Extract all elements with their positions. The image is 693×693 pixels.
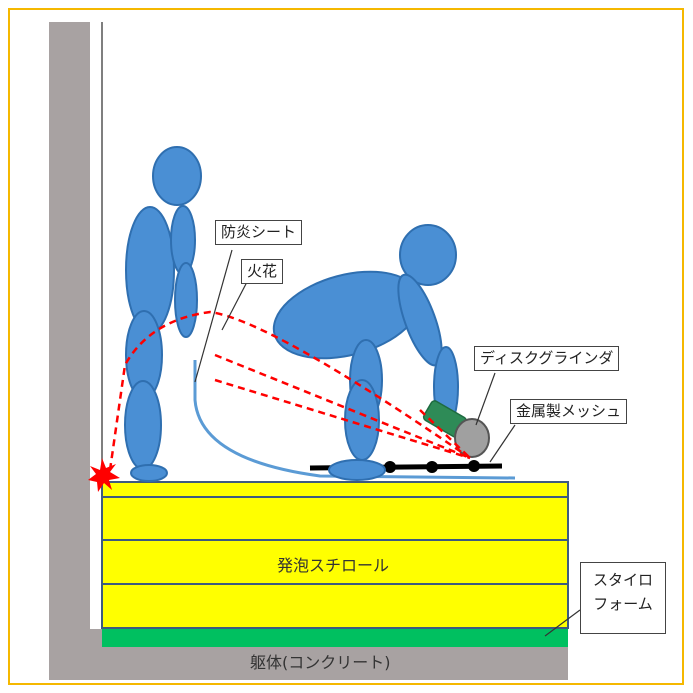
label-styrofoam-line1: スタイロ	[592, 571, 653, 589]
sparks	[108, 310, 471, 471]
label-spark: 火花	[241, 259, 284, 284]
label-foam-polystyrene: 発泡スチロール	[277, 556, 390, 575]
label-styrofoam-line2: フォーム	[593, 595, 653, 613]
label-disc-grinder: ディスクグラインダ	[474, 346, 620, 371]
spark-impact-icon	[88, 458, 120, 492]
fire-sheet	[193, 360, 516, 480]
disc-grinder	[422, 400, 490, 458]
label-styrofoam: スタイロ フォーム	[580, 562, 666, 634]
label-structure: 躯体(コンクリート)	[250, 653, 391, 672]
label-metal-mesh: 金属製メッシュ	[510, 399, 628, 424]
crouching-worker	[272, 224, 459, 481]
standing-worker	[124, 146, 202, 482]
foam-polystyrene-block	[101, 481, 569, 629]
leader-lines	[194, 249, 581, 637]
outer-frame	[8, 8, 684, 685]
styrofoam-layer	[102, 628, 568, 647]
label-fire-sheet: 防炎シート	[215, 220, 303, 245]
